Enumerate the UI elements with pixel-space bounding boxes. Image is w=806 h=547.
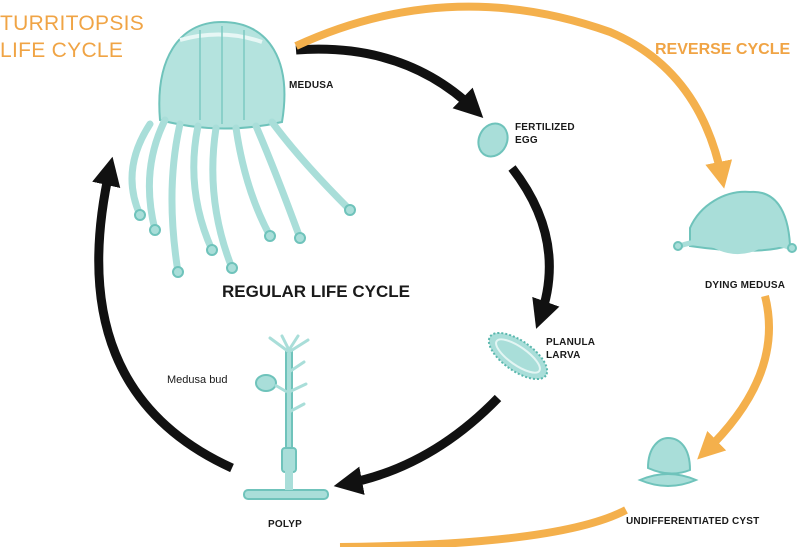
cyst-icon [637, 436, 699, 487]
planula-larva-label: PLANULA LARVA [546, 337, 596, 361]
fertilized-egg-label: FERTILIZED EGG [515, 122, 575, 146]
dying-medusa-icon [673, 190, 797, 254]
medusa-bud-label: Medusa bud [167, 374, 228, 386]
medusa-icon [128, 20, 356, 278]
polyp-icon [243, 334, 329, 500]
regular-cycle-label: REGULAR LIFE CYCLE [222, 282, 410, 301]
dying-medusa-label: DYING MEDUSA [705, 280, 786, 291]
medusa-label: MEDUSA [289, 80, 334, 91]
regular-cycle-arrows [92, 44, 560, 495]
arrow-cyst-to-polyp [339, 506, 628, 547]
arrow-dying-to-cyst [697, 295, 773, 460]
polyp-label: POLYP [268, 519, 302, 530]
medusa-bud-icon [255, 374, 277, 392]
arrow-medusa-to-dying [294, 2, 733, 189]
arrow-larva-to-polyp [333, 394, 502, 495]
fertilized-egg-icon [477, 122, 509, 158]
arrow-medusa-to-egg [295, 44, 484, 119]
reverse-cycle-label: REVERSE CYCLE [655, 41, 791, 58]
arrow-polyp-to-medusa [92, 156, 234, 473]
reverse-cycle-arrows [294, 2, 773, 547]
undifferentiated-cyst-label: UNDIFFERENTIATED CYST [626, 516, 760, 527]
diagram-title: TURRITOPSIS LIFE CYCLE [0, 12, 145, 62]
arrow-egg-to-larva [508, 165, 560, 329]
planula-larva-icon [487, 331, 549, 381]
